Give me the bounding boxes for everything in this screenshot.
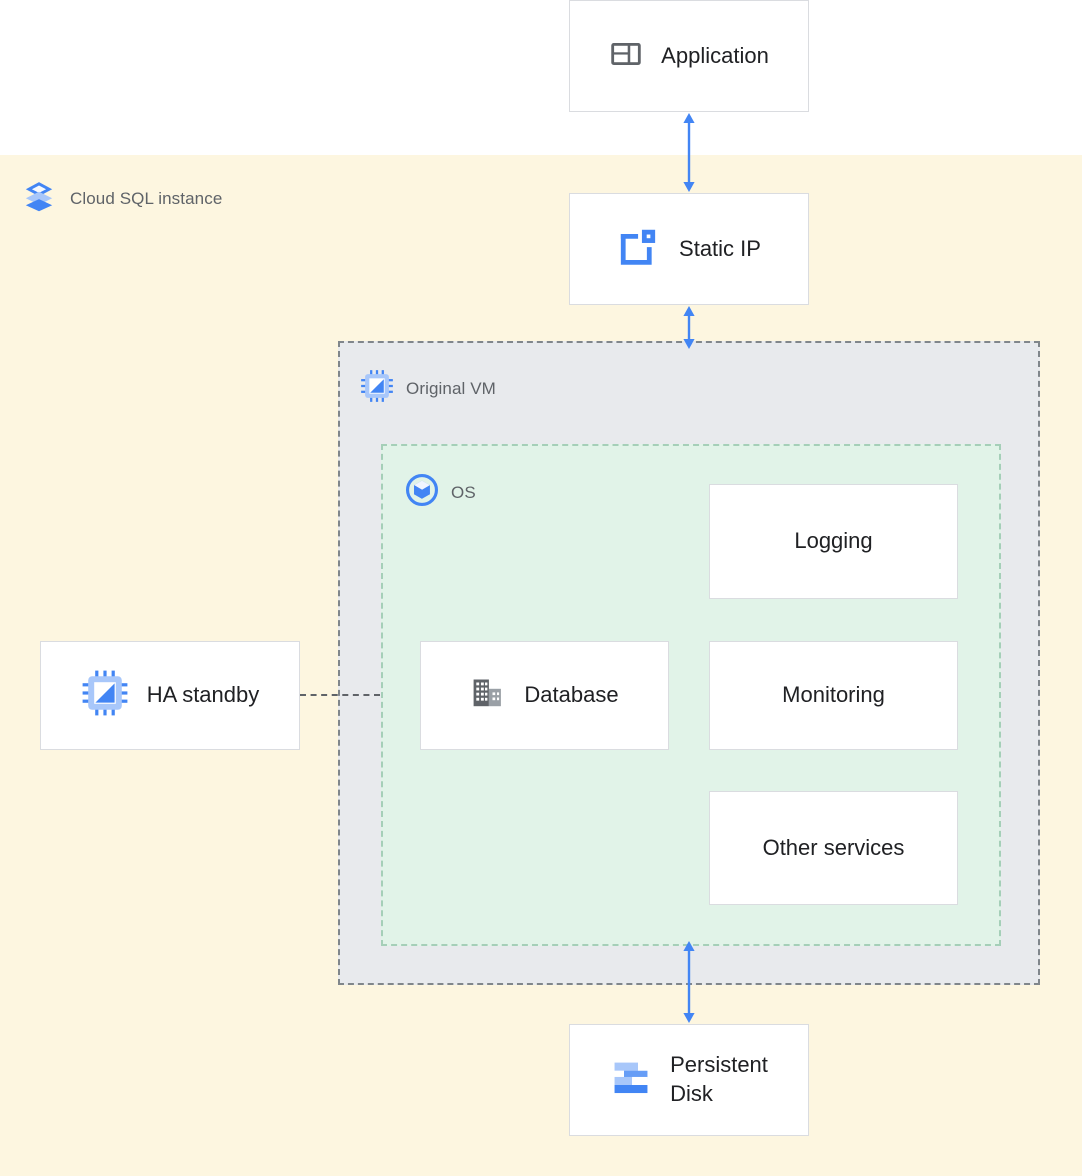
node-static-ip[interactable]: Static IP <box>569 193 809 305</box>
persistent-disk-label: Persistent Disk <box>670 1052 768 1106</box>
node-database[interactable]: Database <box>420 641 669 750</box>
application-label: Application <box>661 42 769 68</box>
connector-ha-standby-to-database <box>300 694 380 698</box>
original-vm-label-group: Original VM <box>360 369 496 408</box>
monitoring-label: Monitoring <box>782 682 885 708</box>
os-disc-icon <box>405 473 439 512</box>
other-services-label: Other services <box>762 834 905 860</box>
static-ip-icon <box>617 225 661 274</box>
node-other-services[interactable]: Other services <box>709 791 958 905</box>
original-vm-label: Original VM <box>406 378 496 398</box>
ha-standby-label: HA standby <box>146 682 260 708</box>
connector-original-vm-to-persistent-disk <box>673 940 705 1024</box>
cpu-chip-icon <box>81 669 129 722</box>
node-monitoring[interactable]: Monitoring <box>709 641 958 750</box>
cloud-sql-instance-label-group: Cloud SQL instance <box>22 179 222 218</box>
node-persistent-disk[interactable]: Persistent Disk <box>569 1024 809 1136</box>
node-logging[interactable]: Logging <box>709 484 958 599</box>
logging-label: Logging <box>794 528 873 554</box>
node-ha-standby[interactable]: HA standby <box>40 641 300 750</box>
application-layout-icon <box>609 37 643 76</box>
cloud-sql-stack-icon <box>22 179 56 218</box>
cloud-sql-instance-label: Cloud SQL instance <box>70 188 223 208</box>
os-label-group: OS <box>405 473 476 512</box>
database-building-icon <box>470 675 506 716</box>
persistent-disk-icon <box>610 1057 652 1104</box>
node-application[interactable]: Application <box>569 0 809 112</box>
cpu-chip-icon <box>360 369 394 408</box>
database-label: Database <box>524 682 619 708</box>
os-label: OS <box>451 482 476 502</box>
connector-static-ip-to-original-vm <box>673 305 705 350</box>
static-ip-label: Static IP <box>679 235 761 261</box>
connector-application-to-static-ip <box>673 112 705 193</box>
